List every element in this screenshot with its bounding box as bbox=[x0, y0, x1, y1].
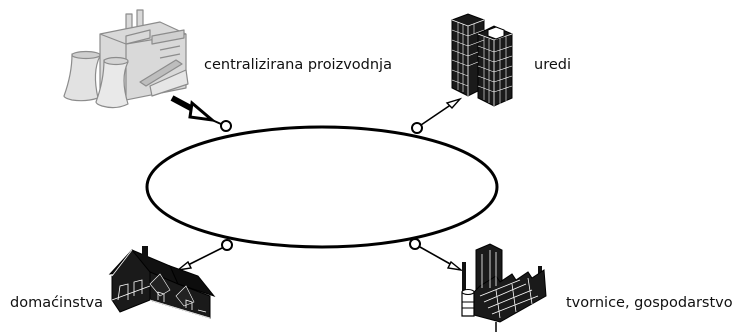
grid-ring bbox=[145, 125, 499, 249]
connector-offices bbox=[420, 97, 463, 126]
label-offices: uredi bbox=[534, 57, 571, 73]
connector-households bbox=[175, 247, 223, 272]
office-buildings-icon bbox=[451, 13, 513, 107]
house-icon bbox=[108, 246, 216, 319]
label-households: domaćinstva bbox=[10, 295, 103, 311]
ring-nodes bbox=[220, 120, 423, 251]
factory-icon bbox=[461, 243, 547, 332]
label-centralized-production: centralizirana proizvodnja bbox=[204, 57, 392, 73]
node-top-right bbox=[411, 122, 423, 134]
node-bottom-left bbox=[221, 239, 233, 251]
power-plant-icon bbox=[63, 9, 189, 109]
connector-factories bbox=[419, 246, 464, 272]
node-top-left bbox=[220, 120, 232, 132]
label-factories: tvornice, gospodarstvo bbox=[566, 295, 733, 311]
connector-power-plant bbox=[170, 95, 222, 125]
node-bottom-right bbox=[409, 238, 421, 250]
